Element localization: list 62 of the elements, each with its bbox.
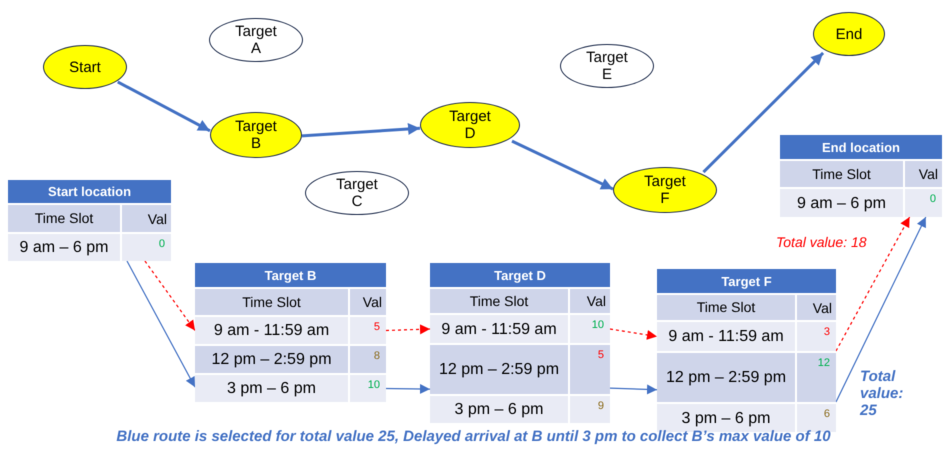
total-note: Total value: 25 — [860, 368, 904, 419]
total-note: Total value: 18 — [776, 234, 867, 250]
ellipse-node: Target F — [613, 167, 717, 213]
arrow — [835, 216, 926, 402]
ellipse-node: End — [813, 12, 885, 56]
value-cell: 5 — [350, 317, 386, 344]
table-title: Target B — [195, 263, 386, 287]
column-header: Val — [350, 289, 386, 315]
table-title: Start location — [8, 180, 171, 203]
value-cell: 10 — [570, 315, 610, 343]
column-header: Time Slot — [430, 289, 568, 313]
column-header: Time Slot — [657, 295, 795, 320]
arrow — [302, 123, 420, 138]
time-slot-cell: 9 am - 11:59 am — [657, 322, 795, 351]
value-cell: 5 — [570, 345, 610, 394]
arrow — [386, 324, 430, 334]
column-header: Val — [905, 161, 942, 187]
time-slot-cell: 12 pm – 2:59 pm — [657, 353, 795, 402]
table-card — [657, 269, 836, 432]
arrow — [144, 260, 196, 331]
time-slot-cell: 3 pm – 6 pm — [430, 396, 568, 423]
value-cell: 0 — [122, 234, 171, 261]
time-slot-cell: 12 pm – 2:59 pm — [195, 346, 348, 373]
table-card — [8, 180, 171, 261]
value-cell: 8 — [350, 346, 386, 373]
table-card — [780, 135, 942, 217]
arrow — [126, 260, 196, 388]
table-title: End location — [780, 135, 942, 159]
time-slot-cell: 3 pm – 6 pm — [195, 375, 348, 402]
arrow — [610, 384, 658, 394]
ellipse-node: Target B — [210, 112, 302, 158]
arrow — [702, 52, 824, 174]
time-slot-cell: 9 am – 6 pm — [780, 189, 903, 217]
time-slot-cell: 12 pm – 2:59 pm — [430, 345, 568, 394]
arrow — [386, 384, 430, 394]
table-card — [430, 263, 610, 423]
value-cell: 3 — [797, 322, 836, 351]
column-header: Time Slot — [780, 161, 903, 187]
value-cell: 0 — [905, 189, 942, 217]
value-cell: 12 — [797, 353, 836, 402]
arrow — [117, 80, 211, 132]
table-card — [195, 263, 386, 402]
column-header: Val — [570, 289, 610, 313]
time-slot-cell: 9 am - 11:59 am — [430, 315, 568, 343]
ellipse-node: Target A — [209, 18, 303, 62]
column-header: Time Slot — [8, 205, 120, 232]
ellipse-node: Target E — [560, 44, 654, 88]
value-cell: 10 — [350, 375, 386, 402]
arrow — [835, 216, 910, 352]
arrow — [610, 328, 658, 340]
column-header: Val — [797, 295, 836, 320]
table-title: Target F — [657, 269, 836, 293]
column-header: Time Slot — [195, 289, 348, 315]
time-slot-cell: 9 am - 11:59 am — [195, 317, 348, 344]
ellipse-node: Start — [43, 45, 127, 89]
column-header: Val — [122, 205, 171, 232]
ellipse-node: Target C — [305, 171, 409, 215]
time-slot-cell: 9 am – 6 pm — [8, 234, 120, 261]
table-title: Target D — [430, 263, 610, 287]
ellipse-node: Target D — [420, 102, 520, 148]
arrow — [511, 140, 614, 190]
value-cell: 9 — [570, 396, 610, 423]
